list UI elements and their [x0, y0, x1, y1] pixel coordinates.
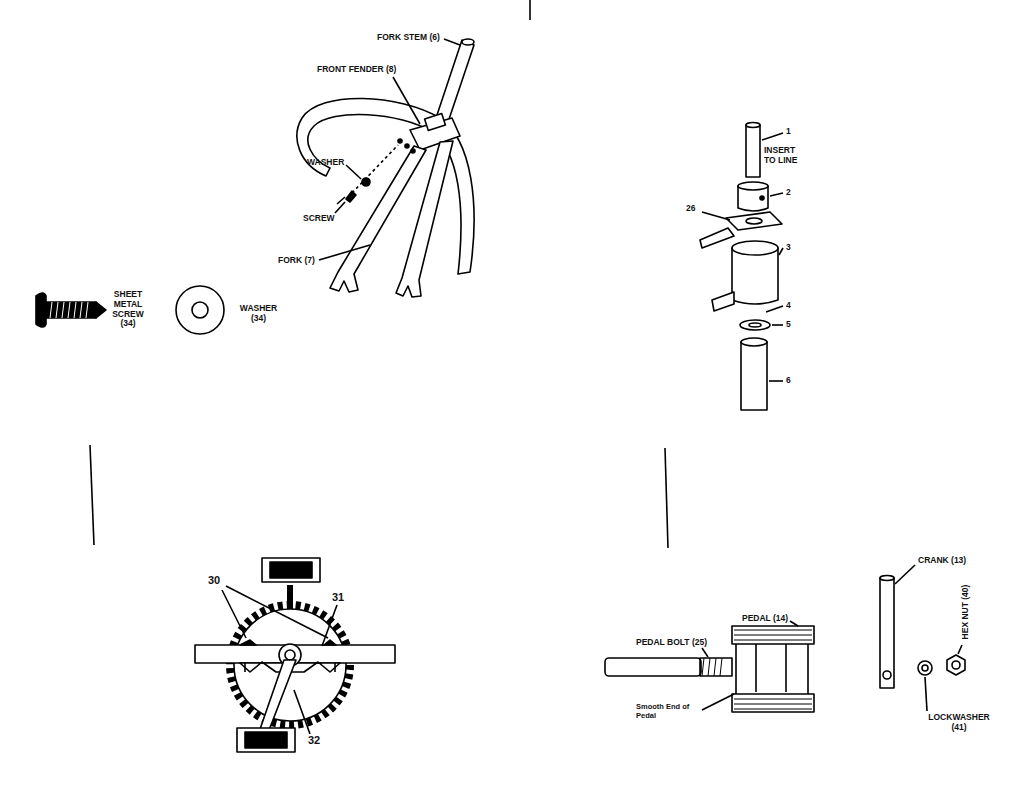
callout-number: 5 [786, 320, 791, 330]
part-label: SCREW [303, 214, 335, 224]
pedal-drawing [605, 565, 965, 712]
part-label: PEDAL (14) [742, 614, 788, 624]
callout-number: 31 [332, 591, 344, 604]
note-label: INSERT TO LINE [764, 146, 806, 166]
callout-number: 6 [786, 376, 791, 386]
callout-number: 2 [786, 188, 791, 198]
callout-number: 4 [786, 301, 791, 311]
part-label: HEX NUT (40) [961, 585, 971, 640]
part-label: CRANK (13) [918, 556, 966, 566]
callout-number: 3 [786, 243, 791, 253]
callout-number: 32 [308, 734, 320, 747]
sheet-metal-screw [36, 293, 106, 327]
callout-number: 1 [786, 127, 791, 137]
fork-fender-drawing [297, 39, 474, 297]
note-label: Smooth End of Pedal [636, 703, 700, 720]
callout-number: 30 [208, 574, 220, 587]
part-label: LOCKWASHER (41) [924, 713, 994, 733]
part-label: WASHER [307, 158, 344, 168]
part-label: WASHER (34) [236, 304, 281, 324]
part-label: FORK (7) [278, 256, 315, 266]
headset-drawing [700, 123, 783, 411]
callout-number: 26 [686, 204, 695, 214]
divider [529, 0, 531, 20]
part-label: PEDAL BOLT (25) [636, 638, 707, 648]
washer-drawing [176, 286, 224, 334]
part-label: FORK STEM (6) [377, 33, 440, 43]
chainwheel-drawing [195, 558, 395, 752]
part-label: SHEET METAL SCREW (34) [108, 290, 148, 329]
part-label: FRONT FENDER (8) [317, 65, 396, 75]
divider [665, 448, 668, 548]
divider [90, 445, 94, 545]
